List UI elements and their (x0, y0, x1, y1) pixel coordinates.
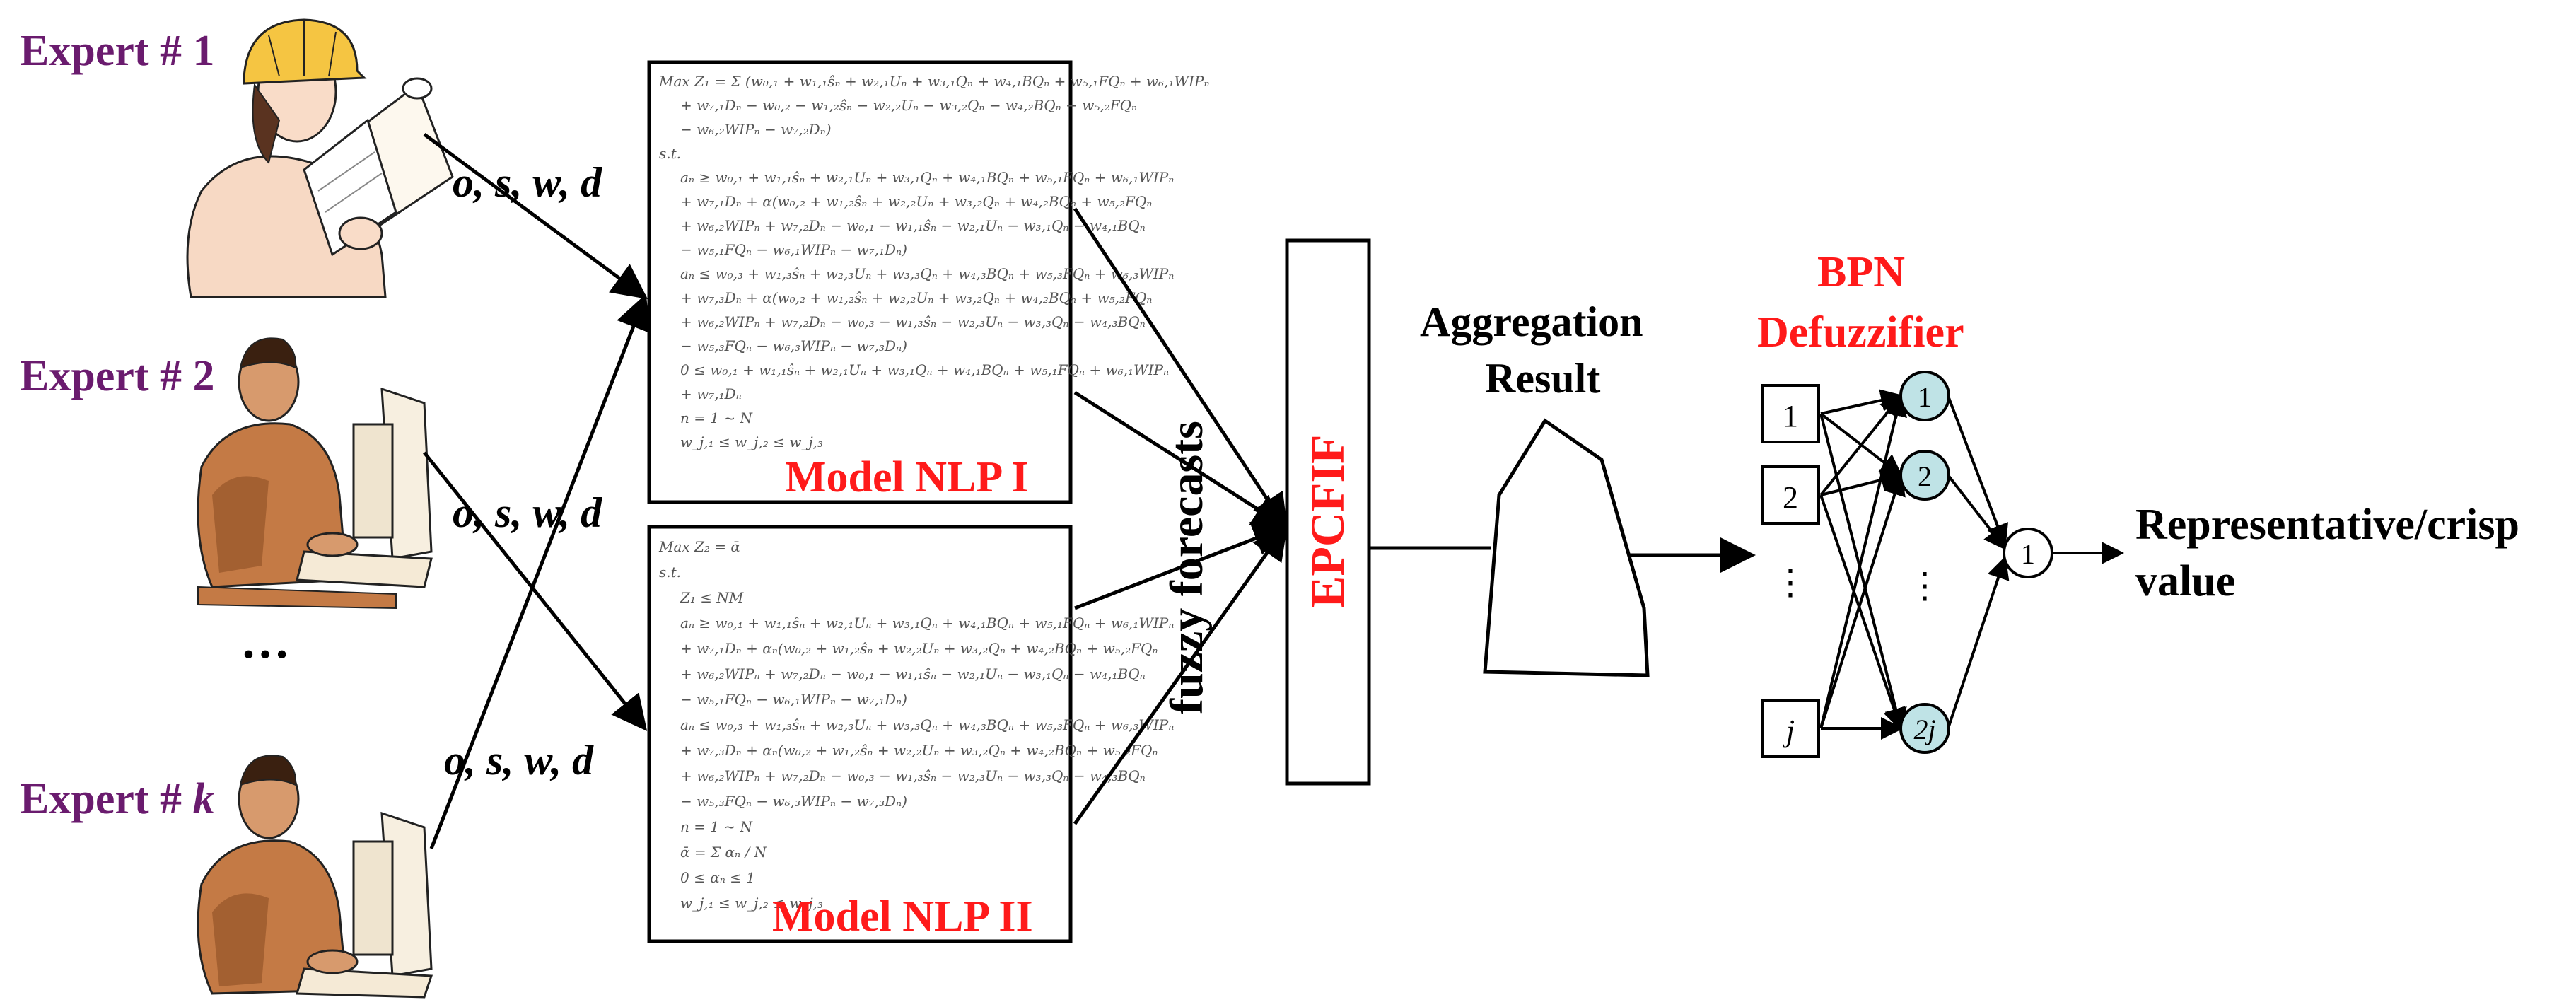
equation-line: n = 1 ~ N (680, 818, 754, 835)
bpn-title-line2: Defuzzifier (1757, 308, 1964, 356)
model-nlp-1-equations: Max Z₁ = Σ (w₀,₁ + w₁,₁ŝₙ + w₂,₁Uₙ + w₃,… (658, 73, 1210, 450)
hidden-node-1 (1899, 371, 1950, 421)
hidden-node-2 (1899, 450, 1950, 501)
equation-line: Z₁ ≤ NM (680, 589, 744, 606)
bpn-title-line1: BPN (1817, 248, 1905, 296)
computer-icon (296, 811, 433, 999)
equation-line: Max Z₁ = Σ (w₀,₁ + w₁,₁ŝₙ + w₂,₁Uₙ + w₃,… (658, 73, 1210, 90)
input-node-1-label: 1 (1783, 399, 1798, 433)
expert-2-illustration (197, 337, 433, 610)
equation-line: − w₆,₂WIPₙ − w₇,₂Dₙ) (680, 121, 832, 138)
inputs-label-1: o, s, w, d (453, 159, 602, 206)
equation-line: − w₅,₃FQₙ − w₆,₃WIPₙ − w₇,₃Dₙ) (680, 793, 907, 810)
equation-line: + w₇,₁Dₙ (680, 385, 742, 402)
aggregation-title-line2: Result (1485, 355, 1600, 402)
equation-line: + w₆,₂WIPₙ + w₇,₂Dₙ − w₀,₁ − w₁,₁ŝₙ − w₂… (680, 217, 1146, 234)
experts-ellipsis: … (240, 615, 290, 669)
equation-line: aₙ ≤ w₀,₃ + w₁,₃ŝₙ + w₂,₃Uₙ + w₃,₃Qₙ + w… (680, 716, 1174, 733)
equation-line: + w₇,₁Dₙ + αₙ(w₀,₂ + w₁,₂ŝₙ + w₂,₂Uₙ + w… (680, 640, 1158, 657)
model-nlp-2-equations: Max Z₂ = ᾱ s.t. Z₁ ≤ NM aₙ ≥ w₀,₁ + w₁,₁ŝₙ … (658, 538, 1174, 912)
equation-line: − w₅,₁FQₙ − w₆,₁WIPₙ − w₇,₁Dₙ) (680, 241, 907, 258)
input-nodes-ellipsis: ⋮ (1773, 562, 1808, 602)
computer-icon (296, 387, 433, 588)
aggregation-title-line1: Aggregation (1420, 298, 1643, 345)
input-node-1 (1761, 384, 1820, 443)
model-nlp-2-box: Max Z₂ = ᾱ s.t. Z₁ ≤ NM aₙ ≥ w₀,₁ + w₁,₁ŝₙ … (647, 525, 1174, 943)
expert-label-2: Expert # 2 (20, 352, 215, 400)
equation-line: aₙ ≤ w₀,₃ + w₁,₃ŝₙ + w₂,₃Uₙ + w₃,₃Qₙ + w… (680, 265, 1174, 282)
input-hidden-connections (1819, 389, 1908, 740)
expert-to-model-arrows (423, 132, 651, 849)
equation-line: + w₇,₁Dₙ − w₀,₂ − w₁,₂ŝₙ − w₂,₂Uₙ − w₃,₂… (680, 97, 1137, 114)
hidden-node-2-label: 2 (1918, 460, 1932, 492)
equation-line: 0 ≤ αₙ ≤ 1 (680, 869, 755, 886)
model-nlp-1-label: Model NLP I (785, 453, 1028, 501)
expert-k-illustration (197, 755, 433, 999)
equation-line: 0 ≤ w₀,₁ + w₁,₁ŝₙ + w₂,₁Uₙ + w₃,₁Qₙ + w₄… (680, 361, 1169, 378)
model-nlp-2-label: Model NLP II (772, 892, 1033, 941)
input-node-j (1761, 699, 1820, 758)
model-nlp-1-box: Max Z₁ = Σ (w₀,₁ + w₁,₁ŝₙ + w₂,₁Uₙ + w₃,… (647, 60, 1210, 504)
hidden-node-2j (1899, 703, 1950, 754)
epcfif-label: EPCFIF (1300, 434, 1354, 608)
bpn-network: 1 2 ⋮ j 1 2 ⋮ 2j 1 (1761, 371, 2124, 758)
equation-line: + w₆,₂WIPₙ + w₇,₂Dₙ − w₀,₃ − w₁,₃ŝₙ − w₂… (680, 313, 1146, 330)
epcfif-box: EPCFIF (1285, 238, 1371, 786)
equation-line: − w₅,₁FQₙ − w₆,₁WIPₙ − w₇,₁Dₙ) (680, 691, 907, 708)
equation-line: + w₆,₂WIPₙ + w₇,₂Dₙ − w₀,₃ − w₁,₃ŝₙ − w₂… (680, 767, 1146, 784)
inputs-label-2: o, s, w, d (453, 489, 602, 536)
model-to-epcfif-arrows (1073, 207, 1289, 825)
output-label-line2: value (2135, 557, 2235, 605)
inputs-label-3: o, s, w, d (444, 737, 594, 784)
equation-line: aₙ ≥ w₀,₁ + w₁,₁ŝₙ + w₂,₁Uₙ + w₃,₁Qₙ + w… (680, 615, 1174, 631)
expert-1-illustration (186, 18, 454, 298)
equation-line: s.t. (659, 145, 681, 162)
equation-line: n = 1 ~ N (680, 409, 754, 426)
equation-line: w_j,₁ ≤ w_j,₂ ≤ w_j,₃ (680, 433, 823, 450)
input-node-2-label: 2 (1783, 480, 1798, 515)
hidden-node-1-label: 1 (1918, 381, 1932, 413)
equation-line: w_j,₁ ≤ w_j,₂ ≤ w_j,₃ (680, 895, 823, 912)
equation-line: ᾱ = Σ αₙ / N (680, 844, 768, 861)
output-node-label: 1 (2021, 538, 2035, 570)
aggregation-shape (1483, 418, 1650, 677)
input-node-j-label: j (1783, 714, 1795, 748)
expert-label-k: Expert # k (20, 775, 215, 823)
expert-label-1: Expert # 1 (20, 27, 215, 75)
equation-line: + w₆,₂WIPₙ + w₇,₂Dₙ − w₀,₁ − w₁,₁ŝₙ − w₂… (680, 665, 1146, 682)
equation-line: Max Z₂ = ᾱ (658, 538, 740, 555)
hidden-node-2j-label: 2j (1913, 714, 1935, 745)
equation-line: + w₇,₁Dₙ + α(w₀,₂ + w₁,₂ŝₙ + w₂,₂Uₙ + w₃… (680, 193, 1152, 210)
output-label-line1: Representative/crisp (2135, 501, 2519, 549)
equation-line: + w₇,₃Dₙ + α(w₀,₂ + w₁,₂ŝₙ + w₂,₂Uₙ + w₃… (680, 289, 1152, 306)
equation-line: aₙ ≥ w₀,₁ + w₁,₁ŝₙ + w₂,₁Uₙ + w₃,₁Qₙ + w… (680, 169, 1174, 186)
hidden-nodes-ellipsis: ⋮ (1907, 566, 1942, 605)
equation-line: + w₇,₃Dₙ + αₙ(w₀,₂ + w₁,₂ŝₙ + w₂,₂Uₙ + w… (680, 742, 1158, 759)
equation-line: − w₅,₃FQₙ − w₆,₃WIPₙ − w₇,₃Dₙ) (680, 337, 907, 354)
equation-line: s.t. (659, 564, 681, 581)
input-node-2 (1761, 465, 1820, 525)
hidden-output-connections (1947, 395, 2010, 729)
